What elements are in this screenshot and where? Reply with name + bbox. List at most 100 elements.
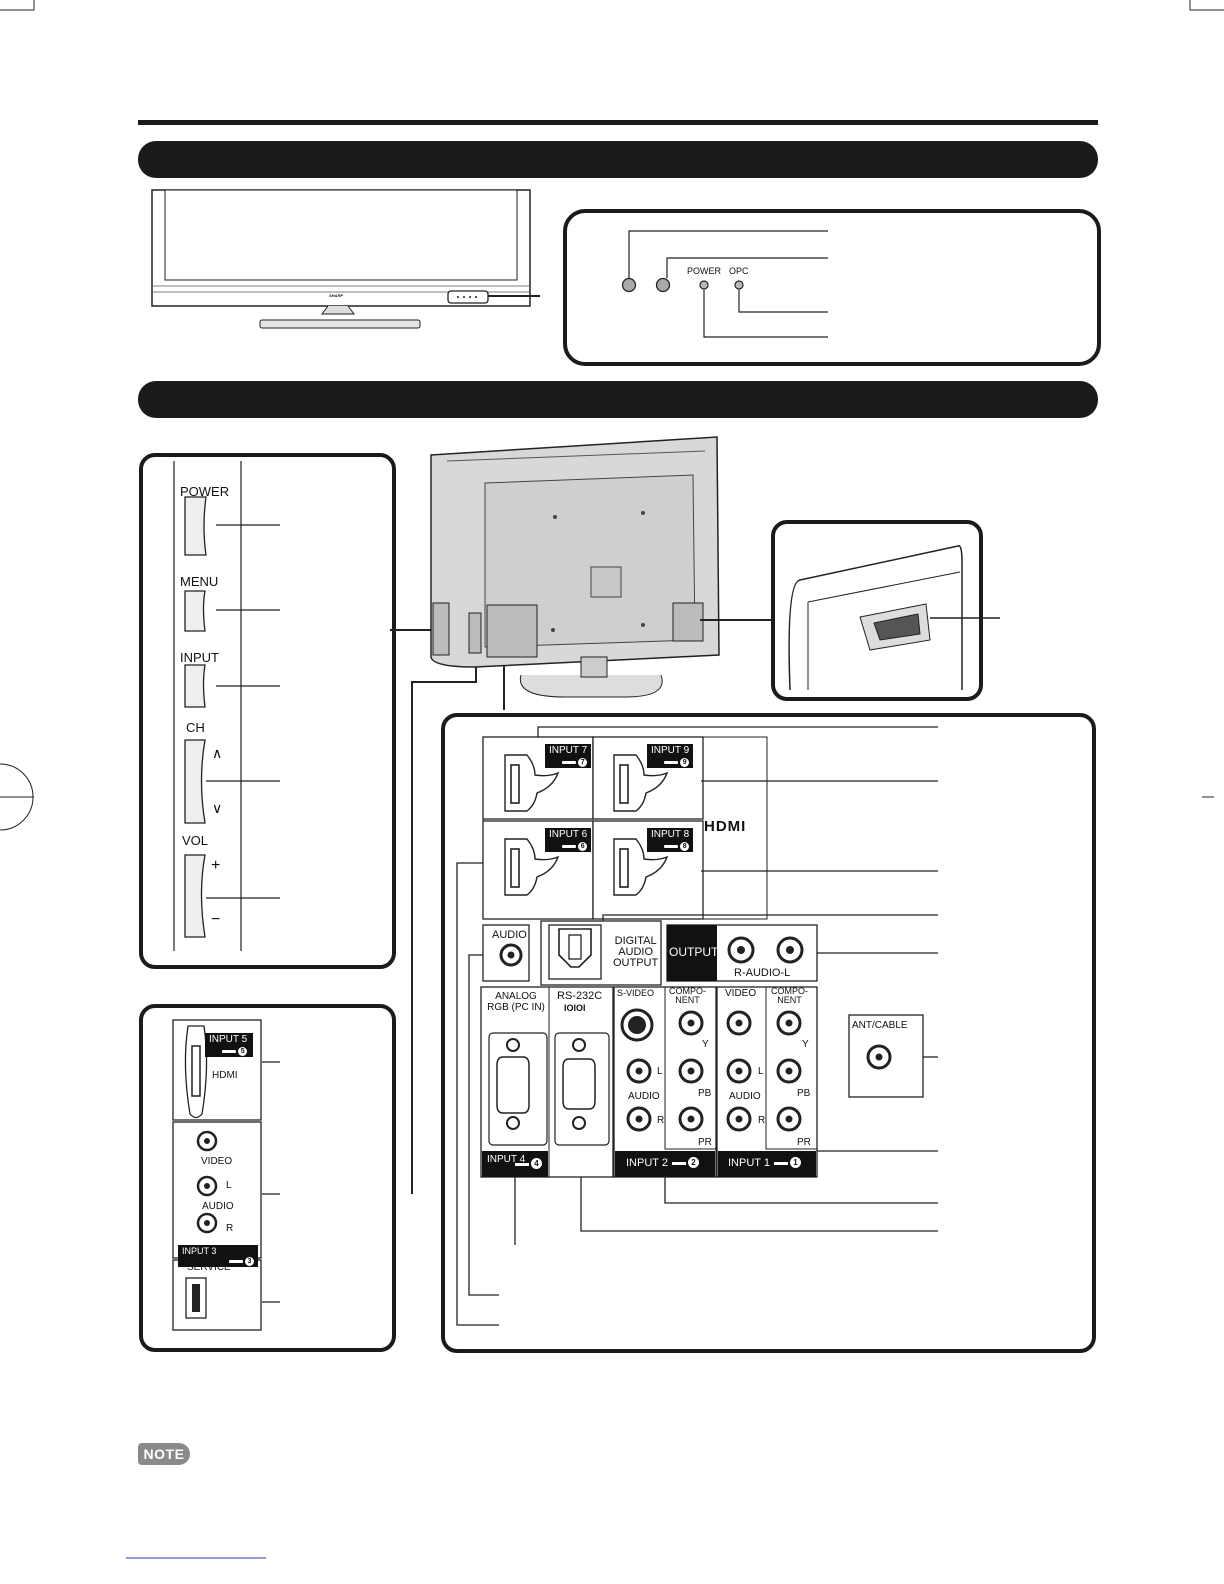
input-marker-bar [222, 1050, 237, 1053]
tv-front-illustration [151, 189, 540, 329]
input8-number-badge: 8 [680, 842, 690, 851]
output-r-audio-l-label: R-AUDIO-L [734, 967, 791, 979]
front-indicator-leaders [621, 230, 828, 338]
side-controls-panel [139, 453, 396, 969]
pr-label-input2: PR [698, 1137, 712, 1148]
input5-label: INPUT 5 [209, 1034, 248, 1045]
rs232c-label: RS-232C [557, 990, 603, 1002]
svideo-label: S-VIDEO [617, 988, 655, 998]
hdmi-input7-tag: INPUT 7 7 [545, 744, 592, 768]
input6-number-badge: 6 [578, 842, 588, 851]
side-input3-tag: INPUT 3 3 [178, 1245, 258, 1267]
side-terminals-art [172, 1019, 280, 1331]
vol-minus-symbol: − [211, 911, 221, 928]
input4-number-badge: 4 [531, 1158, 542, 1169]
l-label-input1: L [758, 1066, 764, 1077]
component-label-input2: COMPO- NENT [669, 987, 706, 1005]
hdmi-input8-tag: INPUT 8 8 [647, 828, 694, 852]
r-label-input2: R [657, 1115, 665, 1126]
brand-logo-text: SHARP [329, 293, 344, 298]
input-marker-bar [672, 1162, 686, 1165]
component-label-input1: COMPO- NENT [771, 987, 808, 1005]
input2-label: INPUT 2 [626, 1157, 668, 1169]
hdmi-input6-tag: INPUT 6 6 [545, 828, 592, 852]
input-marker-bar [515, 1163, 529, 1166]
digital-audio-output-line-2: AUDIO [618, 946, 654, 958]
side-power-button-label: POWER [180, 484, 230, 499]
hdmi-logo: HDMI [704, 818, 747, 835]
input2-number-badge: 2 [688, 1157, 699, 1168]
side-audio-label: AUDIO [202, 1201, 234, 1212]
side-hdmi-label: HDMI [212, 1070, 238, 1081]
rear-audio-label: AUDIO [492, 929, 527, 941]
side-audio-r-label: R [226, 1223, 234, 1234]
input-marker-bar [774, 1162, 788, 1165]
component-line-1: COMPO- [771, 986, 808, 996]
side-controls-art [173, 461, 280, 951]
power-indicator-label: POWER [687, 266, 722, 276]
side-ch-button-label: CH [186, 720, 205, 735]
component-line-1: COMPO- [669, 986, 706, 996]
top-rule [138, 120, 1098, 125]
front-indicator-callout [563, 209, 1101, 366]
input9-label: INPUT 9 [651, 745, 690, 756]
pr-label-input1: PR [797, 1137, 811, 1148]
y-label-input2: Y [702, 1039, 709, 1050]
ch-down-symbol: ∨ [212, 800, 223, 816]
audio-label-input2: AUDIO [628, 1091, 660, 1102]
input-marker-bar [229, 1260, 243, 1263]
input1-number-badge: 1 [790, 1157, 801, 1168]
side-video-label: VIDEO [201, 1156, 233, 1167]
side-input-button-label: INPUT [180, 650, 219, 665]
input-marker-bar [562, 761, 577, 764]
side-vol-button-label: VOL [182, 833, 209, 848]
opc-indicator-label: OPC [729, 266, 749, 276]
side-service-label: SERVICE [187, 1262, 231, 1273]
input6-label: INPUT 6 [549, 829, 588, 840]
component-line-2: NENT [777, 995, 802, 1005]
side-audio-l-label: L [226, 1180, 232, 1191]
input5-number-badge: 5 [238, 1047, 248, 1056]
rear-terminals-art [456, 726, 938, 1326]
video-label-input1: VIDEO [725, 988, 757, 999]
ac-input-art [700, 545, 1000, 691]
input3-number-badge: 3 [245, 1257, 254, 1266]
input8-label: INPUT 8 [651, 829, 690, 840]
input7-number-badge: 7 [578, 758, 588, 767]
component-line-2: NENT [675, 995, 700, 1005]
section-band-front [138, 141, 1098, 178]
audio-label-input1: AUDIO [729, 1091, 761, 1102]
tv-rear-illustration [430, 436, 720, 698]
input-marker-bar [664, 845, 679, 848]
side-input5-tag: INPUT 5 5 [205, 1033, 254, 1057]
note-badge: NOTE [138, 1443, 190, 1465]
digital-audio-output-line-1: DIGITAL [614, 935, 657, 947]
pb-label-input2: PB [698, 1088, 712, 1099]
pb-label-input1: PB [797, 1088, 811, 1099]
input-marker-bar [562, 845, 577, 848]
input3-label: INPUT 3 [182, 1246, 217, 1256]
rs232c-symbol: IOIOI [564, 1003, 586, 1013]
input-marker-bar [664, 761, 679, 764]
analog-rgb-line-1: ANALOG [495, 991, 537, 1002]
digital-audio-output-label: DIGITAL AUDIO OUTPUT [613, 936, 658, 969]
side-panel-connector-lines [390, 629, 505, 1194]
input1-label: INPUT 1 [728, 1157, 770, 1169]
analog-rgb-label: ANALOG RGB (PC IN) [486, 991, 546, 1013]
r-label-input1: R [758, 1115, 766, 1126]
ch-up-symbol: ∧ [212, 745, 223, 761]
input7-label: INPUT 7 [549, 745, 588, 756]
y-label-input1: Y [802, 1039, 809, 1050]
digital-audio-output-line-3: OUTPUT [613, 957, 659, 969]
section-band-rear [138, 381, 1098, 418]
analog-rgb-line-2: RGB (PC IN) [487, 1002, 545, 1013]
l-label-input2: L [657, 1066, 663, 1077]
input4-label: INPUT 4 [487, 1154, 526, 1165]
ac-input-callout [771, 520, 983, 701]
side-menu-button-label: MENU [180, 574, 219, 589]
vol-plus-symbol: + [211, 857, 221, 874]
output-label: OUTPUT [669, 945, 719, 959]
ant-cable-label: ANT/CABLE [852, 1020, 908, 1031]
